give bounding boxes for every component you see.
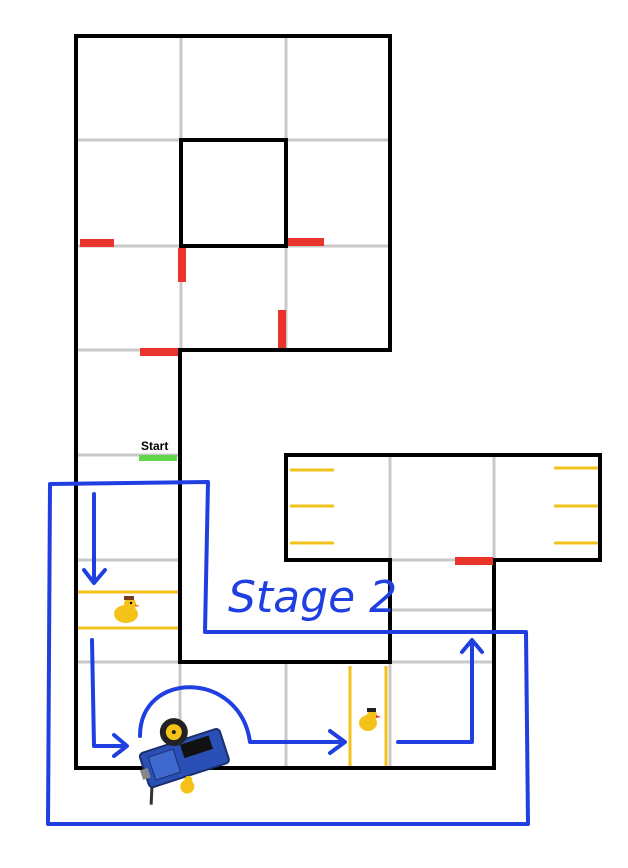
arrow-right-shaft-1	[92, 640, 126, 746]
duck-icon	[114, 596, 140, 623]
start-line	[139, 455, 177, 461]
start-label: Start	[141, 439, 168, 453]
stage-label: Stage 2	[228, 572, 397, 623]
duck-icon	[359, 708, 381, 731]
walls	[76, 36, 600, 768]
